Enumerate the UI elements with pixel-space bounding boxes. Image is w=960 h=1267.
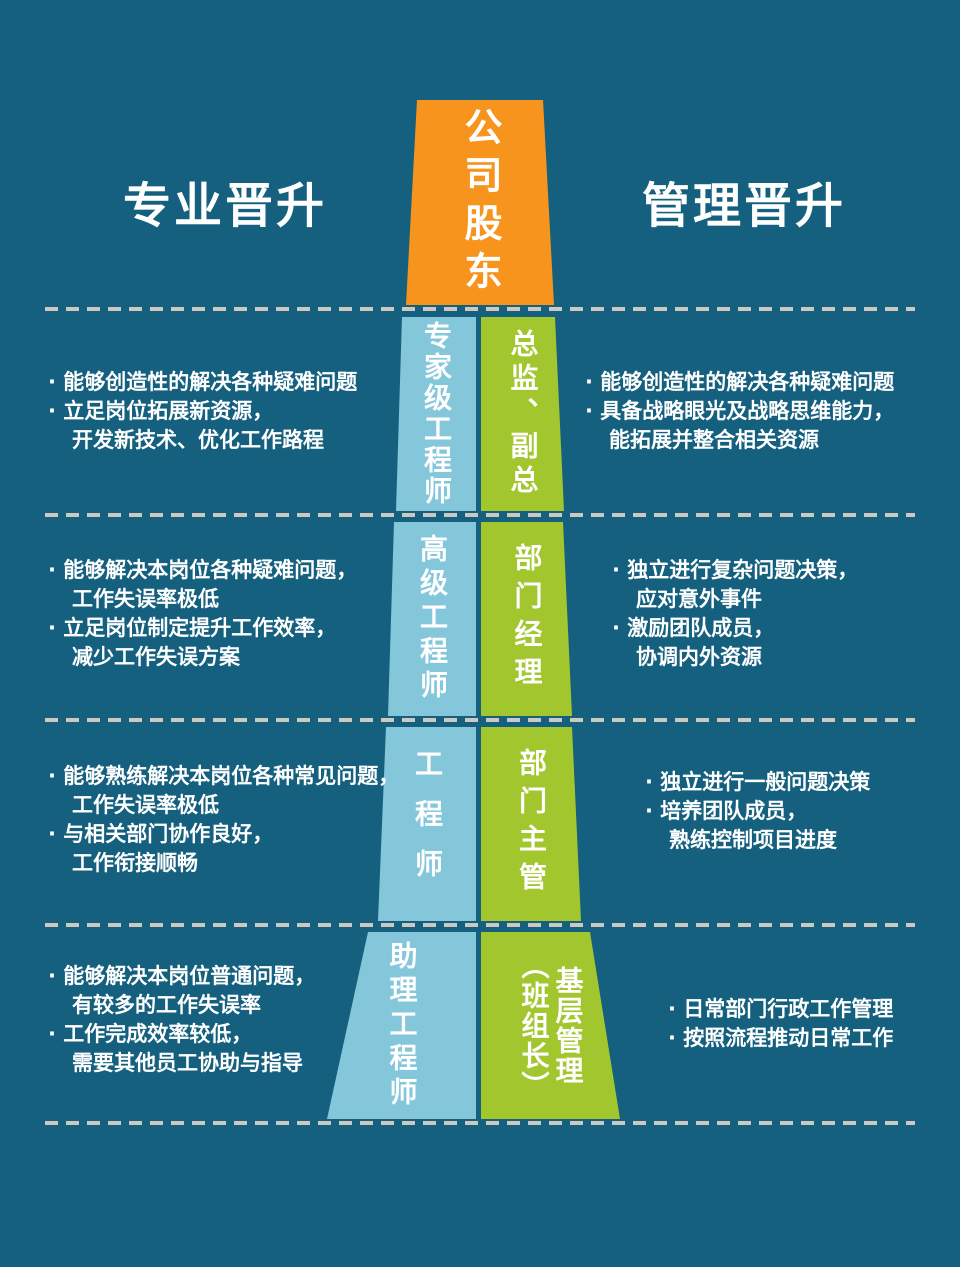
criteria-line: · 日常部门行政工作管理 — [668, 997, 894, 1021]
criteria-professional-level-1: · 能够创造性的解决各种疑难问题 · 立足岗位拓展新资源， 开发新技术、优化工作路程 — [48, 368, 357, 455]
criteria-professional-level-2: · 能够解决本岗位各种疑难问题， 工作失误率极低 · 立足岗位制定提升工作效率， 减少… — [48, 556, 357, 672]
criteria-line: 工作失误率极低 — [72, 793, 219, 817]
role-label-grassroots-main: 基层管理 — [551, 965, 585, 1086]
criteria-professional-level-4: · 能够解决本岗位普通问题， 有较多的工作失误率 · 工作完成效率较低， 需要其他员工… — [48, 962, 315, 1078]
role-label-dept-supervisor: 部门主管 — [515, 748, 548, 900]
criteria-line: · 能够解决本岗位普通问题， — [48, 964, 316, 988]
criteria-management-level-4: · 日常部门行政工作管理 · 按照流程推动日常工作 — [668, 995, 893, 1053]
criteria-line: 开发新技术、优化工作路程 — [72, 428, 324, 452]
role-label-senior-engineer: 高级工程师 — [416, 534, 449, 704]
block-engineer: 工程师 — [378, 727, 476, 921]
block-shareholder: 公司股东 — [406, 100, 554, 305]
criteria-line: · 能够创造性的解决各种疑难问题 — [585, 370, 895, 394]
criteria-line: · 独立进行复杂问题决策， — [612, 558, 859, 582]
level-divider-2 — [45, 513, 915, 517]
criteria-line: · 培养团队成员， — [645, 799, 808, 823]
criteria-line: 工作失误率极低 — [72, 587, 219, 611]
level-divider-1 — [45, 307, 915, 311]
role-label-grassroots-note: （班组长） — [517, 950, 551, 1101]
block-dept-supervisor: 部门主管 — [481, 727, 581, 921]
criteria-line: 应对意外事件 — [636, 587, 762, 611]
criteria-professional-level-3: · 能够熟练解决本岗位各种常见问题， 工作失误率极低 · 与相关部门协作良好， 工作衔… — [48, 762, 399, 878]
criteria-line: · 工作完成效率较低， — [48, 1022, 253, 1046]
role-label-dept-manager: 部门经理 — [510, 543, 544, 695]
role-label-grassroots-management: 基层管理 （班组长） — [517, 951, 585, 1101]
criteria-line: 熟练控制项目进度 — [669, 828, 837, 852]
block-assistant-engineer: 助理工程师 — [327, 932, 476, 1119]
role-label-engineer: 工程师 — [411, 749, 444, 899]
criteria-line: 有较多的工作失误率 — [72, 993, 261, 1017]
criteria-line: · 能够熟练解决本岗位各种常见问题， — [48, 764, 400, 788]
role-label-shareholder: 公司股东 — [458, 106, 502, 299]
criteria-line: · 能够创造性的解决各种疑难问题 — [48, 370, 358, 394]
level-divider-5 — [45, 1121, 915, 1125]
role-label-director-vp: 总监、副总 — [506, 329, 540, 499]
management-track-title: 管理晋升 — [641, 178, 846, 234]
criteria-line: · 能够解决本岗位各种疑难问题， — [48, 558, 358, 582]
criteria-line: 需要其他员工协助与指导 — [72, 1051, 303, 1075]
criteria-line: 协调内外资源 — [636, 645, 762, 669]
criteria-line: 能拓展并整合相关资源 — [609, 428, 819, 452]
criteria-management-level-1: · 能够创造性的解决各种疑难问题 · 具备战略眼光及战略思维能力， 能拓展并整合相关… — [585, 368, 894, 455]
block-senior-engineer: 高级工程师 — [388, 522, 476, 716]
criteria-management-level-2: · 独立进行复杂问题决策， 应对意外事件 · 激励团队成员， 协调内外资源 — [612, 556, 858, 672]
criteria-line: 减少工作失误方案 — [72, 645, 240, 669]
criteria-line: · 按照流程推动日常工作 — [668, 1026, 894, 1050]
criteria-management-level-3: · 独立进行一般问题决策 · 培养团队成员， 熟练控制项目进度 — [645, 768, 870, 855]
block-expert-engineer: 专家级工程师 — [396, 317, 476, 511]
criteria-line: · 独立进行一般问题决策 — [645, 770, 871, 794]
block-grassroots-management: 基层管理 （班组长） — [481, 932, 620, 1119]
professional-track-title: 专业晋升 — [122, 178, 327, 234]
criteria-line: · 激励团队成员， — [612, 616, 775, 640]
level-divider-4 — [45, 923, 915, 927]
role-label-assistant-engineer: 助理工程师 — [385, 940, 419, 1111]
criteria-line: · 具备战略眼光及战略思维能力， — [585, 399, 895, 423]
role-label-expert-engineer: 专家级工程师 — [420, 321, 453, 507]
criteria-line: · 立足岗位制定提升工作效率， — [48, 616, 337, 640]
block-director-vp: 总监、副总 — [481, 317, 564, 511]
block-dept-manager: 部门经理 — [481, 522, 572, 716]
criteria-line: 工作衔接顺畅 — [72, 851, 198, 875]
criteria-line: · 与相关部门协作良好， — [48, 822, 274, 846]
level-divider-3 — [45, 718, 915, 722]
criteria-line: · 立足岗位拓展新资源， — [48, 399, 274, 423]
